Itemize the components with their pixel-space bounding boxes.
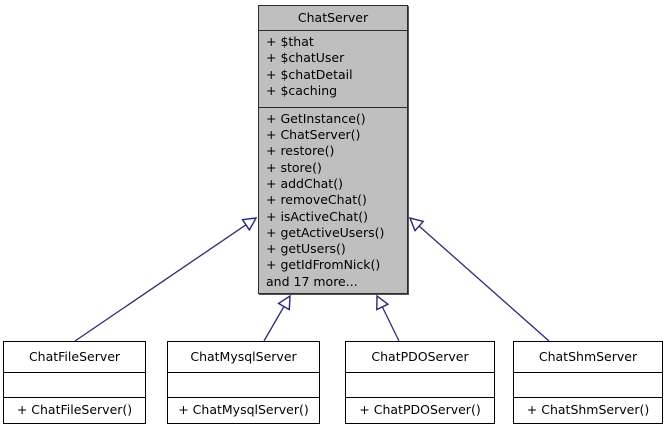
class-name-chatshmserver: ChatShmServer	[538, 348, 638, 364]
operations-compartment-chatpdoserver: + ChatPDOServer()	[346, 397, 494, 423]
attribute-item: + $caching	[266, 82, 338, 98]
attribute-item: + $that	[266, 33, 314, 49]
operation-item: + GetInstance()	[266, 110, 366, 126]
operations-compartment-chatserver: + GetInstance() + ChatServer() + restore…	[259, 106, 407, 293]
operation-item: + isActiveChat()	[266, 208, 369, 224]
operation-item: + ChatMysqlServer()	[178, 402, 309, 418]
edge-chatfileserver-to-chatserver	[74, 218, 256, 342]
operation-item: + store()	[266, 159, 322, 175]
operation-item: + ChatFileServer()	[16, 402, 133, 418]
operation-item: + getActiveUsers()	[266, 224, 385, 240]
class-box-chatpdoserver[interactable]: ChatPDOServer + ChatPDOServer()	[345, 341, 495, 424]
operation-item: + addChat()	[266, 175, 343, 191]
attributes-compartment-chatshmserver	[514, 372, 662, 397]
class-name-chatpdoserver: ChatPDOServer	[371, 348, 469, 364]
operation-item: + ChatServer()	[266, 127, 361, 143]
edge-chatmysqlserver-to-chatserver	[263, 296, 290, 342]
attribute-item: + $chatDetail	[266, 66, 353, 82]
attributes-compartment-chatpdoserver	[346, 372, 494, 397]
attribute-item: + $chatUser	[266, 50, 345, 66]
edge-chatshmserver-to-chatserver	[410, 218, 550, 342]
operations-compartment-chatmysqlserver: + ChatMysqlServer()	[168, 397, 319, 423]
operation-item: + getUsers()	[266, 241, 346, 257]
class-box-chatmysqlserver[interactable]: ChatMysqlServer + ChatMysqlServer()	[167, 341, 320, 424]
class-box-chatshmserver[interactable]: ChatShmServer + ChatShmServer()	[513, 341, 663, 424]
class-name-chatfileserver: ChatFileServer	[28, 348, 121, 364]
operation-item: + restore()	[266, 143, 335, 159]
operation-item: + removeChat()	[266, 192, 367, 208]
class-name-chatserver: ChatServer	[297, 9, 369, 25]
operation-item: + ChatPDOServer()	[359, 402, 481, 418]
class-box-chatfileserver[interactable]: ChatFileServer + ChatFileServer()	[3, 341, 146, 424]
class-name-chatmysqlserver: ChatMysqlServer	[190, 348, 297, 364]
operation-item: + ChatShmServer()	[526, 402, 650, 418]
attributes-compartment-chatfileserver	[4, 372, 145, 397]
attributes-compartment-chatmysqlserver	[168, 372, 319, 397]
class-box-chatserver[interactable]: ChatServer + $that + $chatUser + $chatDe…	[258, 5, 408, 294]
operations-compartment-chatfileserver: + ChatFileServer()	[4, 397, 145, 423]
operations-compartment-chatshmserver: + ChatShmServer()	[514, 397, 662, 423]
operation-item: + getIdFromNick()	[266, 257, 381, 273]
operations-overflow-note: and 17 more...	[266, 273, 358, 289]
edge-chatpdoserver-to-chatserver	[377, 296, 400, 342]
attributes-compartment-chatserver: + $that + $chatUser + $chatDetail + $cac…	[259, 29, 407, 107]
